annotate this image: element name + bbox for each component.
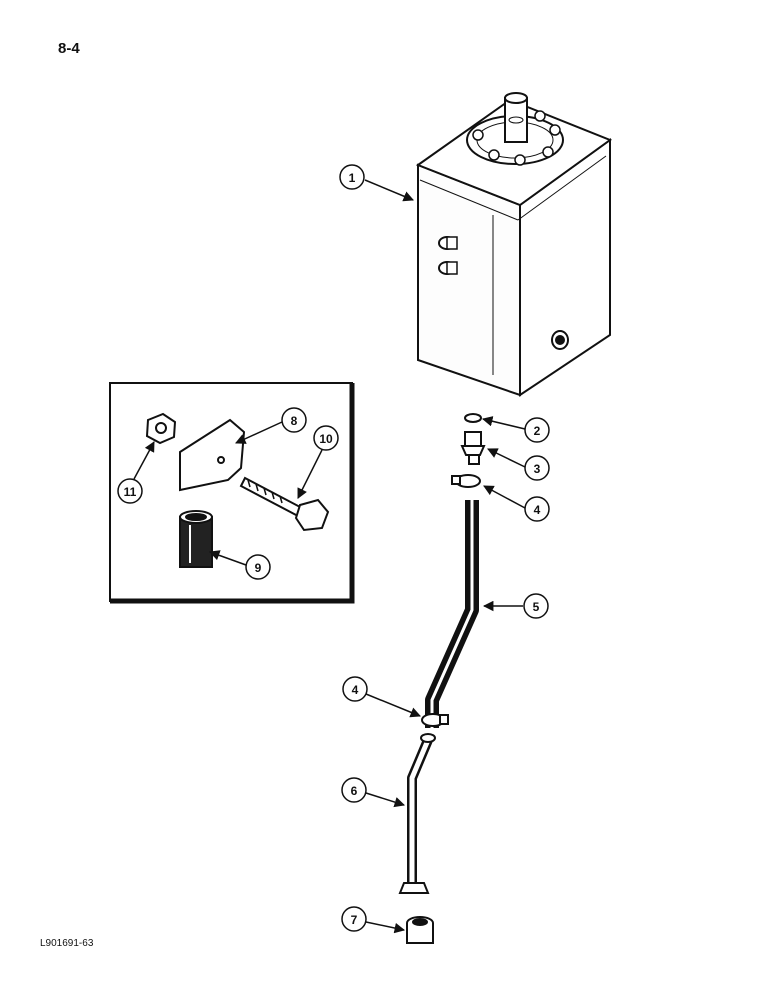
hose-clamp-lower — [421, 713, 449, 727]
callout-7: 7 — [351, 913, 358, 927]
callout-3: 3 — [534, 462, 541, 476]
callout-1: 1 — [349, 171, 356, 185]
hose-clamp-upper — [451, 474, 481, 488]
callout-2: 2 — [534, 424, 541, 438]
mounting-bracket — [179, 418, 246, 492]
callout-11: 11 — [124, 485, 137, 499]
callout-8: 8 — [291, 414, 298, 428]
fuel-tank — [415, 92, 613, 397]
callout-9: 9 — [255, 561, 262, 575]
fuel-hose — [425, 500, 479, 728]
fitting-part — [460, 431, 486, 465]
figure-code: L901691-63 — [40, 938, 94, 949]
callouts: 1 2 3 4 5 4 6 7 8 9 — [117, 164, 550, 934]
washer-part — [464, 413, 482, 423]
fuel-tube — [398, 733, 436, 894]
callout-10: 10 — [319, 432, 333, 446]
lock-nut — [145, 412, 177, 445]
hex-bolt — [239, 476, 330, 532]
callout-6: 6 — [351, 784, 358, 798]
spacer-sleeve — [179, 510, 213, 568]
callout-5: 5 — [533, 600, 540, 614]
tube-nut — [406, 916, 434, 944]
page-number: 8-4 — [58, 40, 80, 57]
callout-4-lower: 4 — [352, 683, 359, 697]
hardware-inset — [109, 382, 355, 604]
callout-4-upper: 4 — [534, 503, 541, 517]
